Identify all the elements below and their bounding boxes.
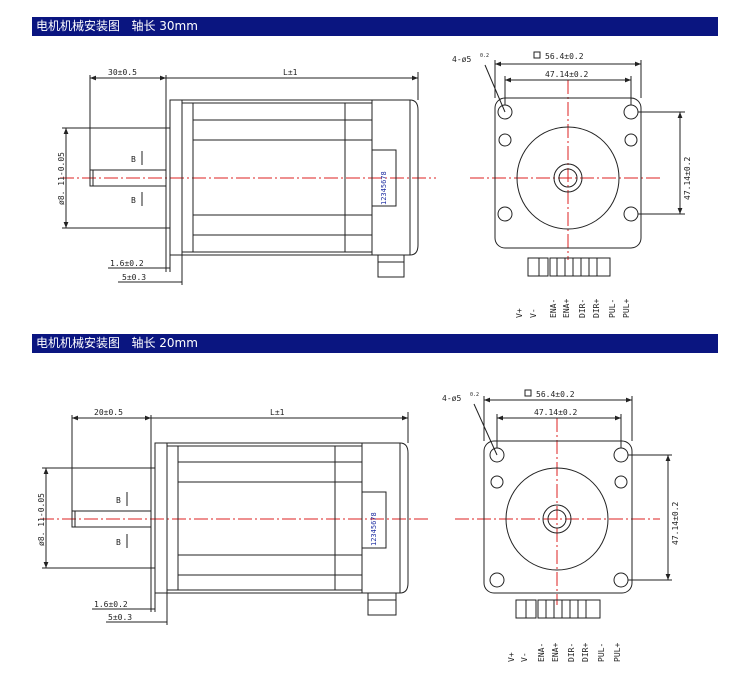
- side-view-20mm-labels: 20±0.5 L±1 ø8. 11-0.05 B B 1.6±0.2 5±0.3…: [37, 408, 378, 622]
- flange-plate: [154, 442, 168, 594]
- terminal-block-signal: [537, 599, 601, 619]
- terminal-label: PUL-: [608, 299, 617, 318]
- mount-hole: [613, 447, 629, 463]
- terminal-label: PUL-: [597, 643, 606, 662]
- driver-housing: [362, 442, 409, 594]
- hole-spacing-v-dim: 47.14±0.2: [683, 156, 692, 200]
- connector: [377, 254, 405, 278]
- body-length-dim: L±1: [283, 68, 298, 77]
- shaft-end: [553, 163, 583, 193]
- flange-thickness-dim: 1.6±0.2: [94, 600, 128, 609]
- side-view-30mm-labels: 30±0.5 L±1 ø8. 11-0.05 B B 1.6±0.2 5±0.3…: [57, 68, 388, 282]
- front-view-30mm: [470, 51, 685, 277]
- terminal-block-signal: [549, 257, 611, 277]
- flat-label-top: B: [131, 155, 136, 164]
- mount-hole: [497, 206, 513, 222]
- shaft-length-dim: 30±0.5: [108, 68, 137, 77]
- terminal-label: PUL+: [613, 643, 622, 662]
- terminal-label: V-: [520, 652, 529, 662]
- rotor-boss: [505, 467, 609, 571]
- flange-thickness-dim: 1.6±0.2: [110, 259, 144, 268]
- shaft-end: [542, 504, 572, 534]
- hole-tolerance: 0.2: [470, 392, 479, 398]
- section-header-30mm: 电机机械安装图 轴长 30mm: [32, 17, 718, 36]
- terminal-label: ENA+: [562, 299, 571, 318]
- hole-spacing-h-dim: 47.14±0.2: [534, 408, 578, 417]
- flat-label-top: B: [116, 496, 121, 505]
- flat-label-bottom: B: [116, 538, 121, 547]
- boss-length-dim: 5±0.3: [122, 273, 146, 282]
- terminal-label: V-: [529, 308, 538, 318]
- motor-body: [166, 442, 363, 594]
- terminal-label: V+: [507, 652, 516, 662]
- shaft-diameter-dim: ø8. 11-0.05: [37, 493, 46, 546]
- terminal-label: V+: [515, 308, 524, 318]
- front-flange: [494, 97, 642, 249]
- connector: [367, 592, 397, 616]
- hole-spec: 4-ø5: [452, 55, 471, 64]
- terminal-label: DIR-: [578, 299, 587, 318]
- shaft-length-dim: 20±0.5: [94, 408, 123, 417]
- hole-tolerance: 0.2: [480, 53, 489, 59]
- terminal-label: DIR-: [567, 643, 576, 662]
- terminal-label: DIR+: [592, 299, 601, 318]
- hole-spacing-v-dim: 47.14±0.2: [671, 501, 680, 545]
- flange-size-dim: 56.4±0.2: [545, 52, 584, 61]
- mount-hole: [623, 206, 639, 222]
- driver-housing: [372, 99, 419, 256]
- front-view-30mm-labels: 4-ø5 0.2 56.4±0.2 47.14±0.2 47.14±0.2 V+…: [452, 52, 692, 318]
- dip-switch: [361, 491, 387, 549]
- flat-label-bottom: B: [131, 196, 136, 205]
- section-header-text: 电机机械安装图 轴长 20mm: [36, 336, 198, 350]
- body-length-dim: L±1: [270, 408, 285, 417]
- front-flange: [483, 440, 633, 594]
- terminal-label: ENA-: [537, 643, 546, 662]
- dip-switch: [371, 149, 397, 207]
- mount-hole: [613, 572, 629, 588]
- side-view-20mm: [40, 412, 430, 625]
- hole-spacing-h-dim: 47.14±0.2: [545, 70, 589, 79]
- section-header-text: 电机机械安装图 轴长 30mm: [36, 19, 198, 33]
- flange: [150, 467, 156, 569]
- mount-hole: [623, 104, 639, 120]
- front-view-20mm-labels: 4-ø5 0.2 56.4±0.2 47.14±0.2 47.14±0.2 V+…: [442, 390, 680, 662]
- boss-length-dim: 5±0.3: [108, 613, 132, 622]
- hole-spec: 4-ø5: [442, 394, 461, 403]
- dip-numbers: 12345678: [380, 171, 388, 205]
- side-view-30mm: [60, 72, 436, 285]
- terminal-label: ENA-: [549, 299, 558, 318]
- rotor-boss: [516, 126, 620, 230]
- terminal-label: DIR+: [581, 643, 590, 662]
- flange-size-dim: 56.4±0.2: [536, 390, 575, 399]
- shaft-diameter-dim: ø8. 11-0.05: [57, 152, 66, 205]
- section-header-20mm: 电机机械安装图 轴长 20mm: [32, 334, 718, 353]
- terminal-block-power: [527, 257, 549, 277]
- terminal-label: PUL+: [622, 299, 631, 318]
- front-view-20mm: [455, 389, 672, 619]
- mount-hole: [489, 572, 505, 588]
- dip-numbers: 12345678: [370, 512, 378, 546]
- terminal-label: ENA+: [551, 643, 560, 662]
